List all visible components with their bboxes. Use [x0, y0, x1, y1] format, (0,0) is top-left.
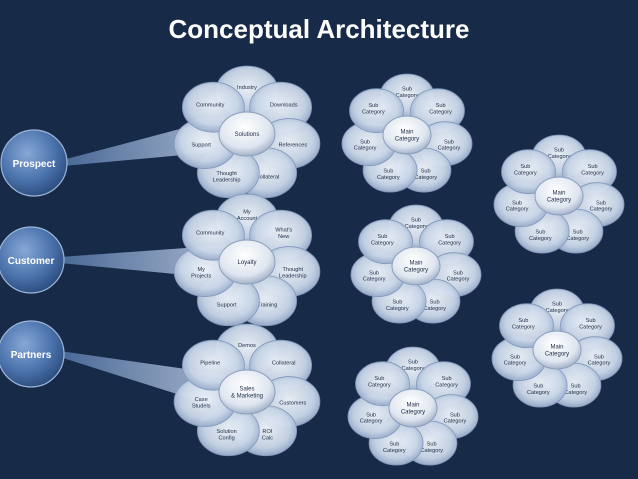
petal-label: Support	[191, 142, 211, 148]
segment-customer[interactable]: Customer	[0, 226, 65, 294]
slide-title: Conceptual Architecture	[168, 14, 470, 44]
center-label: Solutions	[235, 132, 260, 138]
petal-label: Customers	[279, 400, 306, 406]
petal-label: Community	[196, 103, 224, 109]
segment-label: Partners	[11, 350, 52, 361]
petal-label: Demos	[238, 343, 256, 349]
petal-label: References	[279, 142, 308, 148]
center-label: Loyalty	[237, 260, 256, 266]
petal-label: Training	[257, 302, 277, 308]
segment-partners[interactable]: Partners	[0, 320, 65, 388]
petal-label: Support	[217, 302, 237, 308]
segment-label: Customer	[8, 256, 55, 267]
petal-label: Collateral	[256, 174, 280, 180]
center-loyalty[interactable]: Loyalty	[218, 239, 276, 285]
petal-label: Collateral	[272, 361, 296, 367]
petal-label: Community	[196, 231, 224, 237]
petal-label: Industry	[237, 85, 257, 91]
center-label: Sales& Marketing	[231, 387, 263, 400]
center-sales-marketing[interactable]: Sales& Marketing	[218, 369, 276, 415]
segment-prospect[interactable]: Prospect	[0, 129, 68, 197]
petal-label: Pipeline	[200, 361, 220, 367]
center-solutions[interactable]: Solutions	[218, 111, 276, 157]
segment-label: Prospect	[13, 159, 56, 170]
petal-label: Downloads	[270, 103, 298, 109]
